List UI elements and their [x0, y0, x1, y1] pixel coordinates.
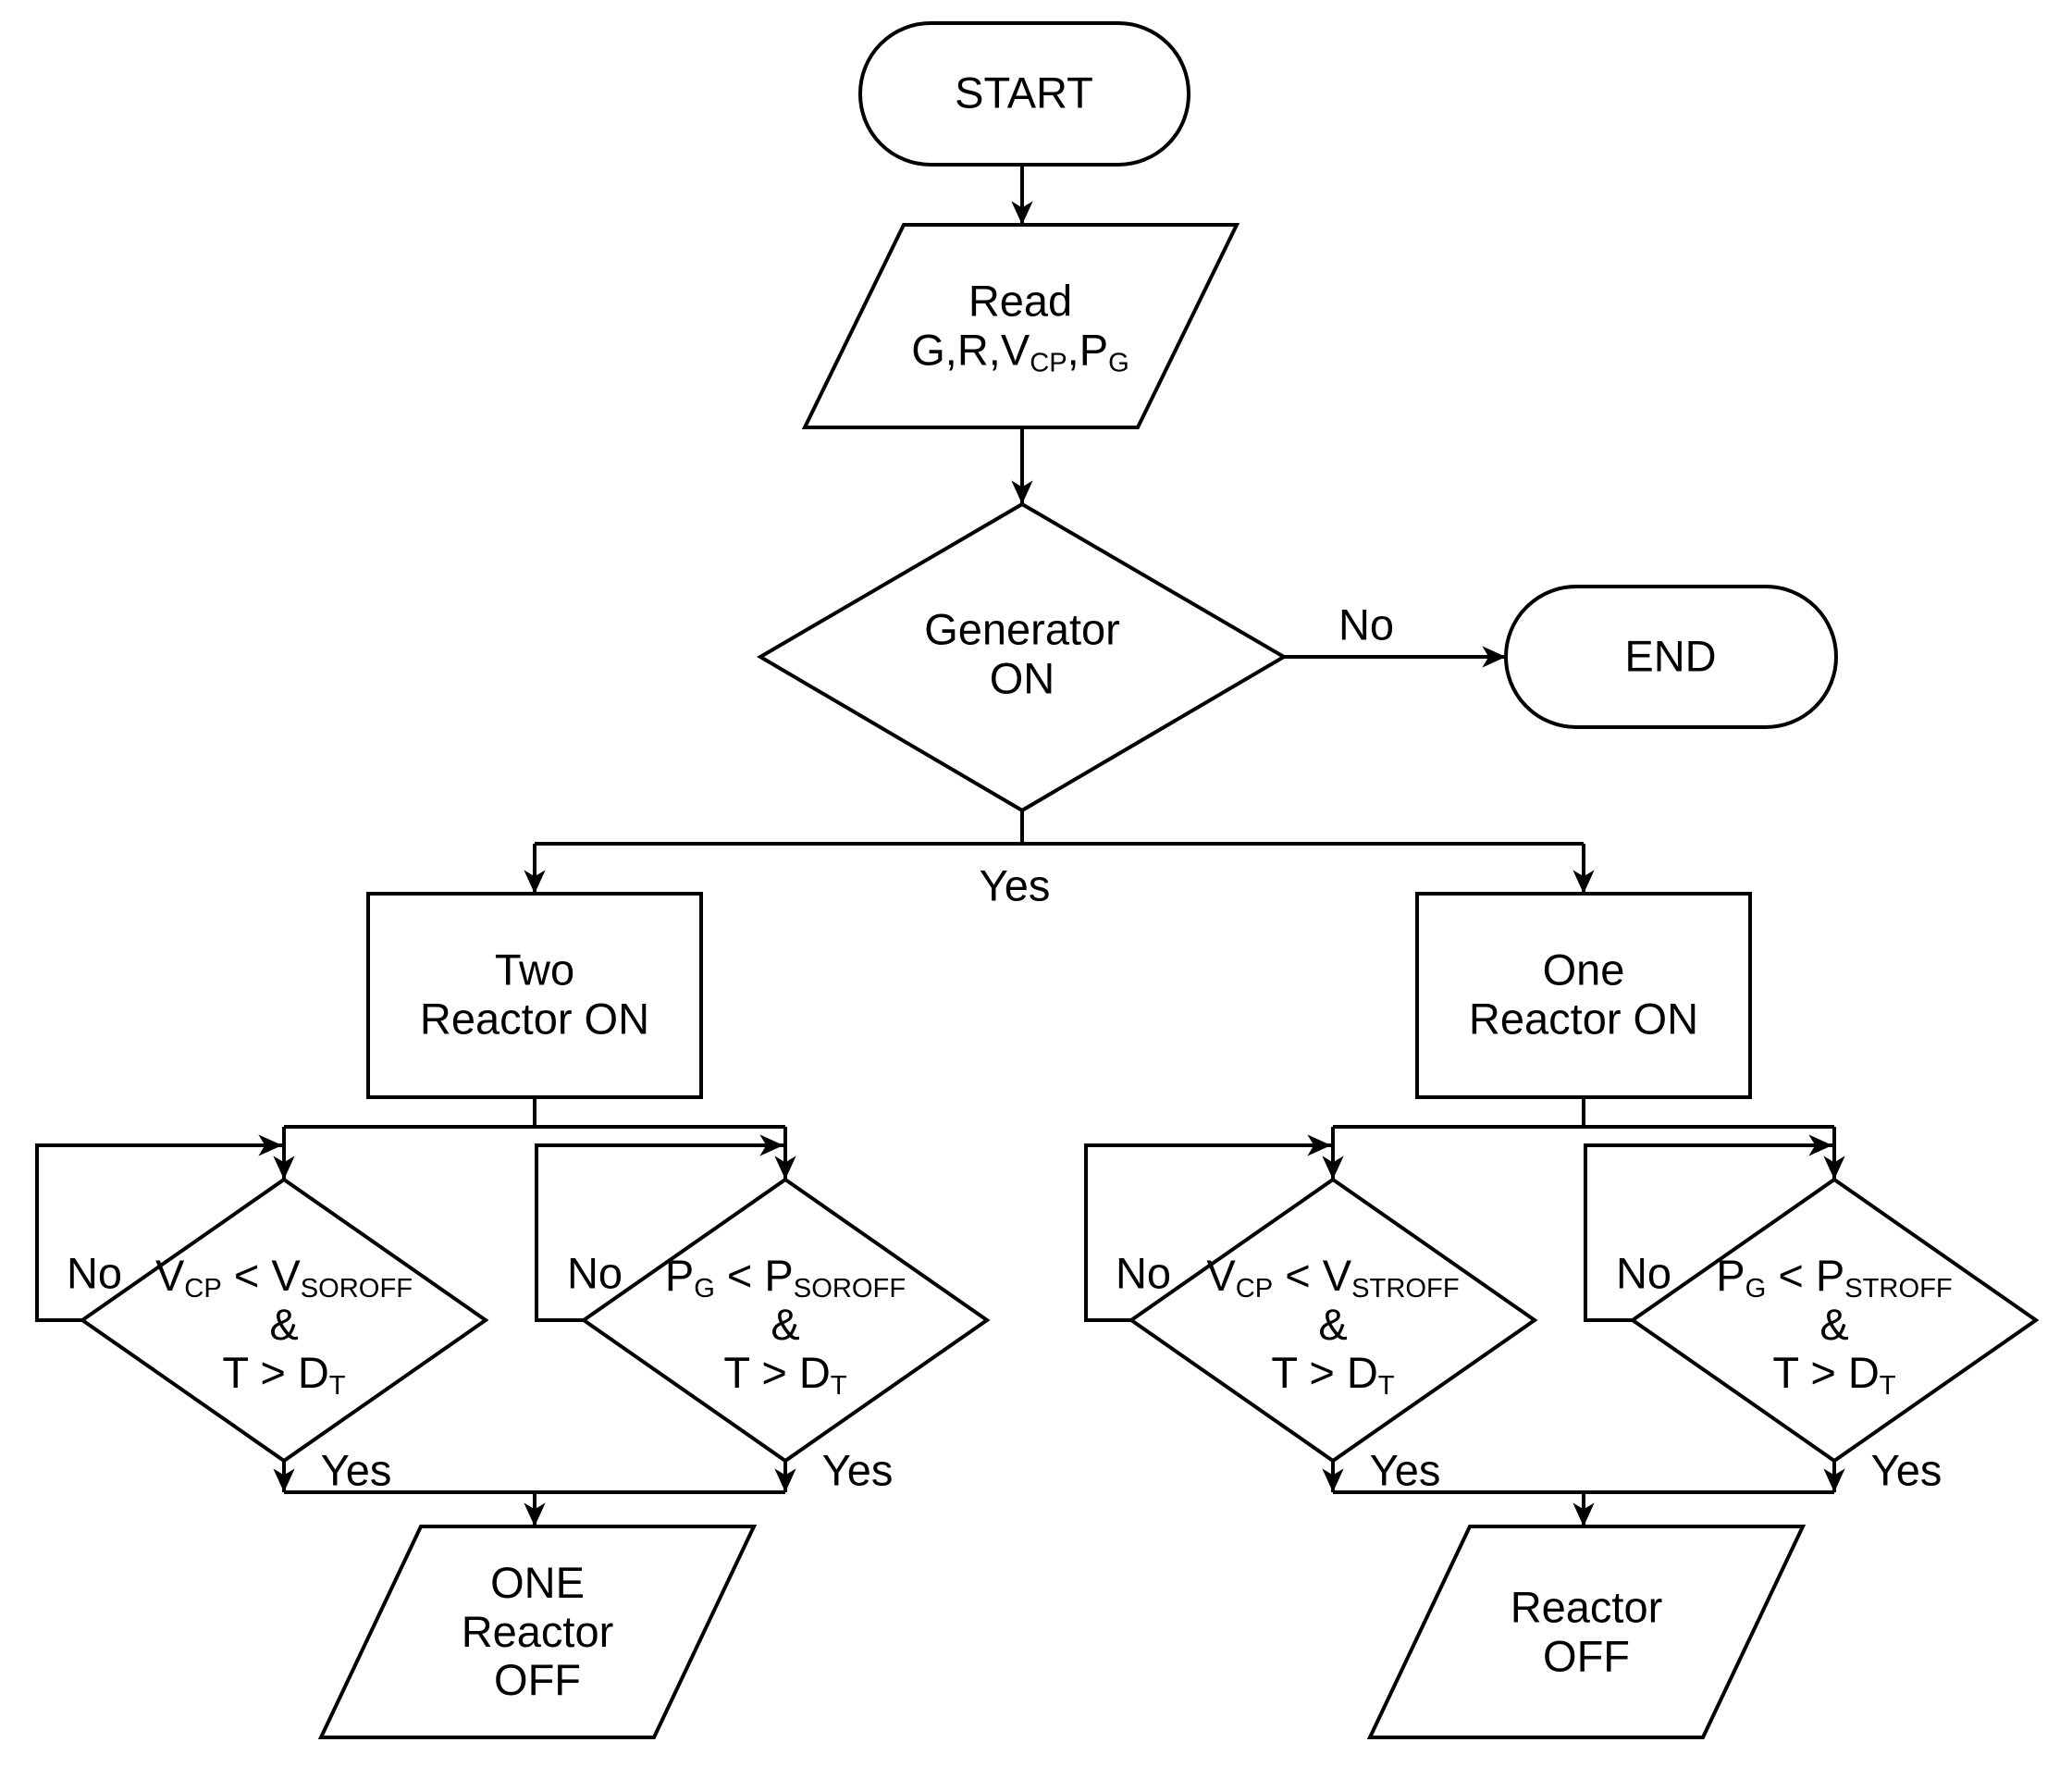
one-reactor-off-label: ONE Reactor OFF: [461, 1558, 614, 1705]
pg-soroff-cond1: PG < PSOROFF: [664, 1251, 906, 1304]
vcp-soroff-decision-label: VCP < VSOROFF & T > DT: [154, 1251, 413, 1402]
generator-decision-label: Generator ON: [924, 605, 1120, 702]
generator-no-label: No: [1338, 599, 1395, 649]
vcp-soroff-yes-label: Yes: [320, 1445, 392, 1495]
start-label: START: [955, 68, 1093, 118]
edge-one-reactor-split: [1333, 1097, 1834, 1129]
one-reactor-on-label: One Reactor ON: [1469, 945, 1698, 1043]
one-reactor-off-line3: OFF: [494, 1655, 581, 1705]
loop-pg-soroff-no: [535, 1134, 783, 1322]
two-reactor-line2: Reactor ON: [419, 994, 650, 1043]
two-reactor-on-label: Two Reactor ON: [420, 945, 649, 1043]
vcp-soroff-cond1: VCP < VSOROFF: [154, 1251, 413, 1304]
vcp-stroff-op: &: [1318, 1299, 1348, 1349]
reactor-off-shape: [1366, 1525, 1807, 1739]
reactor-off-line1: Reactor: [1510, 1582, 1663, 1632]
loop-pg-stroff-no: [1584, 1134, 1832, 1322]
two-reactor-line1: Two: [494, 945, 575, 995]
edge-generator-yes-split: [535, 810, 1584, 846]
pg-soroff-cond2: T > DT: [723, 1348, 847, 1402]
start-terminator-shape: [858, 21, 1190, 167]
end-label: END: [1624, 631, 1717, 682]
vcp-soroff-op: &: [269, 1299, 299, 1349]
generator-yes-label: Yes: [979, 860, 1051, 910]
loop-vcp-soroff-no: [35, 1134, 282, 1322]
one-reactor-off-line1: ONE: [490, 1558, 585, 1608]
pg-stroff-no-label: No: [1615, 1248, 1672, 1298]
pg-stroff-cond2: T > DT: [1772, 1348, 1896, 1402]
pg-stroff-cond1: PG < PSTROFF: [1716, 1251, 1953, 1304]
start-label-text: START: [955, 68, 1093, 117]
one-reactor-line2: Reactor ON: [1468, 994, 1699, 1043]
vcp-stroff-cond1: VCP < VSTROFF: [1206, 1251, 1460, 1304]
pg-stroff-op: &: [1819, 1299, 1849, 1349]
read-input-shape: [801, 223, 1240, 429]
one-reactor-off-shape: [317, 1525, 758, 1739]
pg-soroff-yes-label: Yes: [821, 1445, 894, 1495]
end-label-text: END: [1624, 631, 1717, 681]
vcp-stroff-cond2: T > DT: [1271, 1348, 1395, 1402]
vcp-stroff-decision-label: VCP < VSTROFF & T > DT: [1206, 1251, 1460, 1402]
edge-two-reactor-split: [284, 1097, 785, 1129]
pg-stroff-decision-label: PG < PSTROFF & T > DT: [1716, 1251, 1953, 1402]
pg-stroff-yes-label: Yes: [1870, 1445, 1942, 1495]
read-input-line1: Read: [968, 276, 1073, 326]
vcp-soroff-cond2: T > DT: [222, 1348, 346, 1402]
vcp-stroff-yes-label: Yes: [1369, 1445, 1441, 1495]
generator-line1: Generator: [924, 604, 1120, 654]
loop-vcp-stroff-no: [1084, 1134, 1331, 1322]
read-input-line2: G,R,VCP,PG: [911, 325, 1129, 377]
reactor-off-label: Reactor OFF: [1511, 1583, 1663, 1680]
one-reactor-line1: One: [1542, 945, 1625, 995]
read-input-label: Read G,R,VCP,PG: [911, 276, 1129, 377]
end-terminator-shape: [1504, 585, 1838, 729]
pg-soroff-no-label: No: [566, 1248, 623, 1298]
vcp-soroff-no-label: No: [66, 1248, 123, 1298]
reactor-off-line2: OFF: [1543, 1631, 1630, 1680]
one-reactor-off-line2: Reactor: [461, 1606, 614, 1656]
pg-soroff-decision-label: PG < PSOROFF & T > DT: [664, 1251, 906, 1402]
generator-line2: ON: [989, 653, 1055, 702]
vcp-stroff-no-label: No: [1115, 1248, 1172, 1298]
pg-soroff-op: &: [771, 1299, 800, 1349]
